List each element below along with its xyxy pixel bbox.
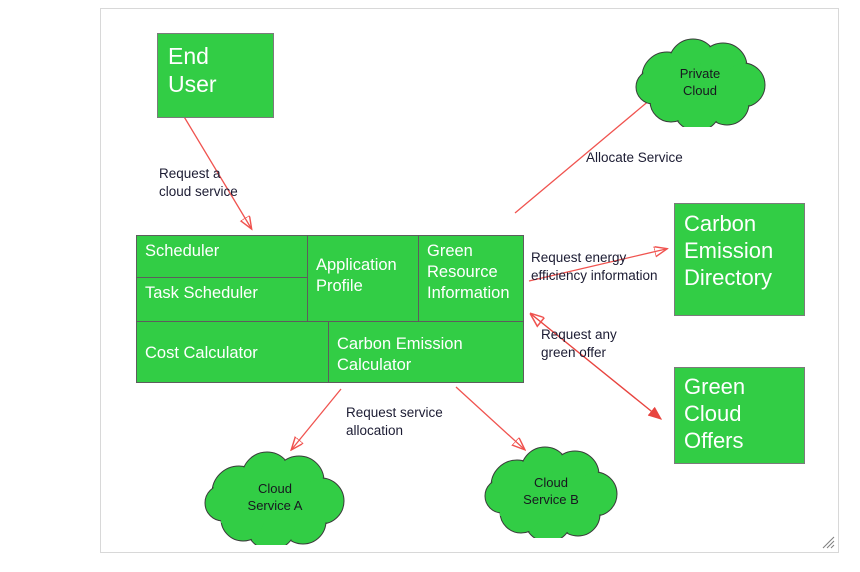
cloud-service-b[interactable]: Cloud Service B: [481, 444, 621, 538]
edge-label-request-green-offer: Request any green offer: [541, 327, 617, 360]
edge-label-request-service-allocation: Request service allocation: [346, 405, 443, 438]
cloud-shape-icon: [635, 38, 766, 127]
node-green-cloud-offers[interactable]: Green Cloud Offers: [674, 367, 805, 464]
node-carbon-emission-directory[interactable]: Carbon Emission Directory: [674, 203, 805, 316]
arrow-matrix-to-cloud-a: [292, 388, 342, 449]
cloud-private-cloud[interactable]: Private Cloud: [631, 37, 769, 127]
edge-label-request-energy-efficiency: Request energy efficiency information: [531, 250, 658, 283]
component-cost-calculator[interactable]: Cost Calculator: [136, 321, 329, 383]
edge-label-allocate-service: Allocate Service: [586, 150, 683, 165]
component-task-scheduler[interactable]: Task Scheduler: [136, 277, 308, 322]
diagram-layer: End User: [101, 9, 838, 552]
component-scheduler[interactable]: Scheduler: [136, 235, 308, 278]
component-green-resource-information[interactable]: Green Resource Information: [418, 235, 524, 322]
cloud-shape-icon: [204, 451, 345, 545]
component-matrix: Scheduler Task Scheduler Application Pro…: [136, 235, 524, 383]
diagram-canvas[interactable]: End User: [100, 8, 839, 553]
component-application-profile[interactable]: Application Profile: [307, 235, 419, 322]
cloud-shape-icon: [484, 446, 618, 538]
node-end-user[interactable]: End User: [157, 33, 274, 118]
edge-label-request-cloud-service: Request a cloud service: [159, 166, 238, 199]
resize-grip-icon[interactable]: [821, 535, 835, 549]
arrow-matrix-to-cloud-b: [455, 386, 524, 449]
cloud-service-a[interactable]: Cloud Service A: [201, 449, 349, 545]
component-carbon-emission-calculator[interactable]: Carbon Emission Calculator: [328, 321, 524, 383]
